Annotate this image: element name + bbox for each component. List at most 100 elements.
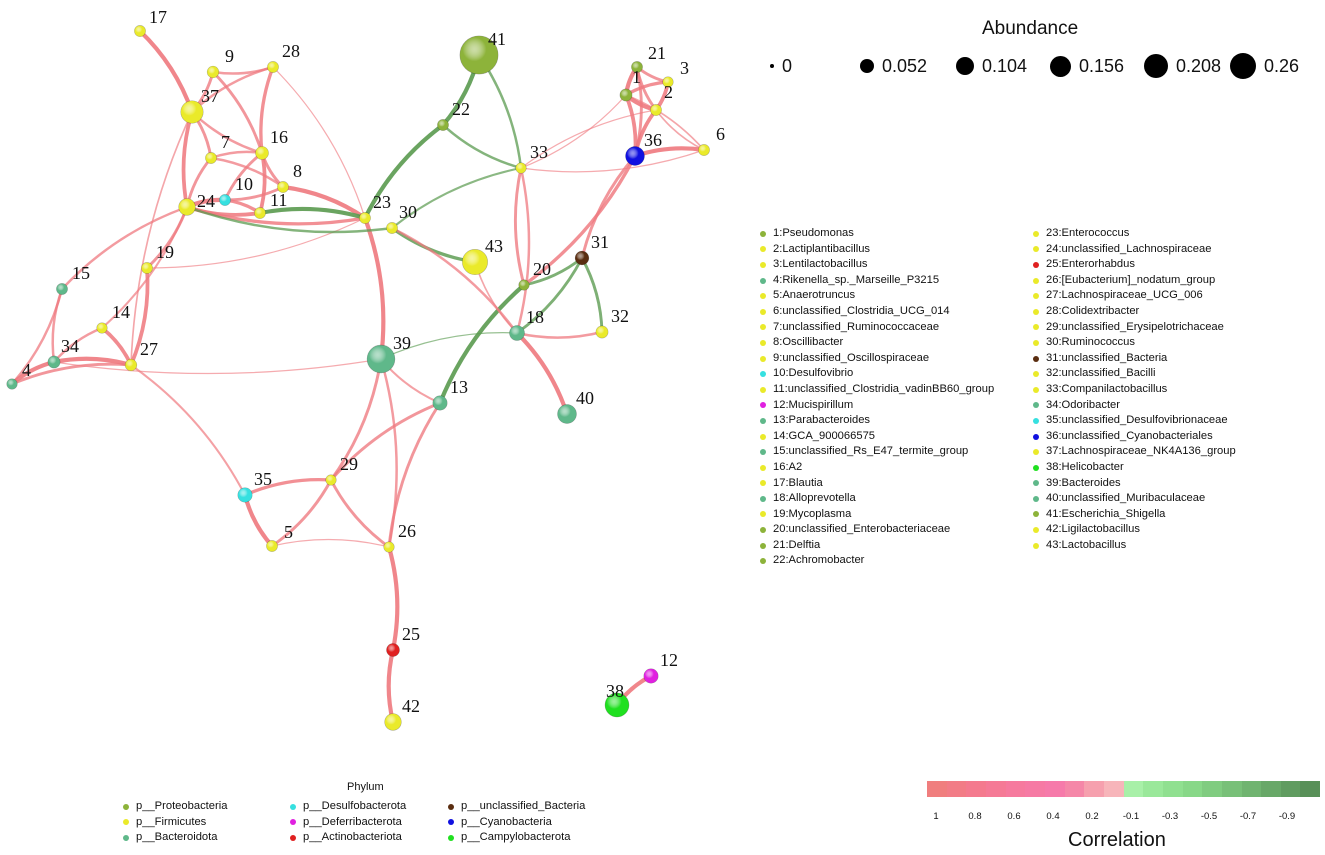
phylum-legend-item: p__Deferribacterota xyxy=(290,815,406,831)
edge-33-20 xyxy=(513,167,526,286)
legend-dot-icon xyxy=(760,542,766,549)
legend-dot-icon xyxy=(1033,449,1039,456)
taxa-legend-item: 43:Lactobacillus xyxy=(1033,538,1236,554)
node-label-35: 35 xyxy=(254,469,272,489)
node-label-22: 22 xyxy=(452,99,470,119)
edge-13-20 xyxy=(438,283,526,404)
edge-18-32 xyxy=(516,330,603,339)
legend-label: 28:Colidextribacter xyxy=(1046,304,1140,317)
edge-33-18 xyxy=(515,167,531,334)
node-6-shading xyxy=(698,144,710,156)
correlation-color-segment xyxy=(1280,781,1301,797)
legend-dot-icon xyxy=(1033,339,1039,346)
phylum-legend-title: Phylum xyxy=(347,781,384,793)
legend-dot-icon xyxy=(1033,402,1039,409)
node-40-shading xyxy=(557,404,577,424)
node-29-shading xyxy=(325,474,337,486)
node-label-37: 37 xyxy=(201,86,219,106)
legend-label: 27:Lachnospiraceae_UCG_006 xyxy=(1046,289,1203,302)
node-label-29: 29 xyxy=(340,454,358,474)
legend-dot-icon xyxy=(1033,261,1039,268)
node-23-shading xyxy=(359,212,371,224)
legend-dot-icon xyxy=(760,293,766,300)
legend-dot-icon xyxy=(760,339,766,346)
phylum-legend-item: p__Cyanobacteria xyxy=(448,815,585,831)
legend-label: 16:A2 xyxy=(773,460,803,473)
abundance-legend-label: 0.156 xyxy=(1079,55,1125,76)
phylum-legend-item: p__Campylobacterota xyxy=(448,830,585,846)
legend-dot-icon xyxy=(1033,293,1039,300)
legend-dot-icon xyxy=(1033,386,1039,393)
edge-13-26 xyxy=(387,402,442,548)
node-label-14: 14 xyxy=(112,302,130,322)
phylum-legend-item: p__Firmicutes xyxy=(123,815,227,831)
abundance-size-icon xyxy=(860,59,874,73)
node-41-shading xyxy=(460,36,498,74)
edge-28-23 xyxy=(272,66,366,219)
legend-label: 8:Oscillibacter xyxy=(773,336,844,349)
node-label-3: 3 xyxy=(680,58,689,78)
legend-label: p__Cyanobacteria xyxy=(461,815,552,828)
edge-23-39 xyxy=(363,217,386,360)
legend-label: 40:unclassified_Muribaculaceae xyxy=(1046,492,1206,505)
legend-dot-icon xyxy=(760,433,766,440)
node-11-shading xyxy=(254,207,266,219)
edge-1-6 xyxy=(625,94,705,151)
edge-30-33 xyxy=(391,166,522,229)
node-label-17: 17 xyxy=(149,7,167,27)
taxa-legend-item: 22:Achromobacter xyxy=(760,553,994,569)
legend-dot-icon xyxy=(290,803,296,810)
legend-dot-icon xyxy=(1033,277,1039,284)
legend-dot-icon xyxy=(1033,433,1039,440)
legend-dot-icon xyxy=(760,495,766,502)
taxa-legend-item: 19:Mycoplasma xyxy=(760,507,994,523)
phylum-legend-item: p__unclassified_Bacteria xyxy=(448,799,585,815)
legend-label: 26:[Eubacterium]_nodatum_group xyxy=(1046,273,1216,286)
legend-label: 22:Achromobacter xyxy=(773,554,865,567)
taxa-legend-item: 14:GCA_900066575 xyxy=(760,429,994,445)
legend-dot-icon xyxy=(448,803,454,810)
taxa-legend-item: 13:Parabacteroides xyxy=(760,413,994,429)
legend-dot-icon xyxy=(1033,246,1039,253)
taxa-legend-item: 6:unclassified_Clostridia_UCG_014 xyxy=(760,304,994,320)
edge-24-30 xyxy=(186,205,393,234)
node-4-shading xyxy=(6,378,18,390)
correlation-color-segment xyxy=(985,781,1006,797)
abundance-legend-label: 0.104 xyxy=(982,55,1028,76)
legend-dot-icon xyxy=(1033,480,1039,487)
legend-dot-icon xyxy=(760,417,766,424)
taxa-legend-item: 28:Colidextribacter xyxy=(1033,304,1236,320)
network-edges xyxy=(10,29,705,723)
legend-label: 41:Escherichia_Shigella xyxy=(1046,507,1166,520)
legend-label: 43:Lactobacillus xyxy=(1046,538,1127,551)
node-label-40: 40 xyxy=(576,388,594,408)
edge-35-5 xyxy=(242,494,274,548)
taxa-legend-item: 34:Odoribacter xyxy=(1033,398,1236,414)
node-35-shading xyxy=(237,487,253,503)
taxa-legend-item: 33:Companilactobacillus xyxy=(1033,382,1236,398)
correlation-tick-label: -0.1 xyxy=(1122,811,1140,822)
edge-15-34 xyxy=(51,288,64,363)
legend-label: 3:Lentilactobacillus xyxy=(773,258,868,271)
node-label-43: 43 xyxy=(485,236,503,256)
phylum-legend-item: p__Bacteroidota xyxy=(123,830,227,846)
correlation-color-segment xyxy=(1005,781,1026,797)
node-28-shading xyxy=(267,61,279,73)
correlation-color-segment xyxy=(966,781,986,797)
legend-dot-icon xyxy=(760,246,766,253)
correlation-tick-label: 0.6 xyxy=(1007,811,1021,822)
correlation-legend-title: Correlation xyxy=(1068,829,1166,851)
edge-16-11 xyxy=(258,152,267,214)
node-label-1: 1 xyxy=(632,67,641,87)
node-label-6: 6 xyxy=(716,124,725,144)
node-36-shading xyxy=(625,146,645,166)
legend-label: 24:unclassified_Lachnospiraceae xyxy=(1046,242,1212,255)
node-27-shading xyxy=(125,359,137,371)
edge-25-42 xyxy=(386,649,396,723)
correlation-tick-label: 0.2 xyxy=(1085,811,1099,822)
node-label-7: 7 xyxy=(221,132,230,152)
taxa-legend-item: 38:Helicobacter xyxy=(1033,460,1236,476)
edge-17-37 xyxy=(138,29,194,113)
node-15-shading xyxy=(56,283,68,295)
